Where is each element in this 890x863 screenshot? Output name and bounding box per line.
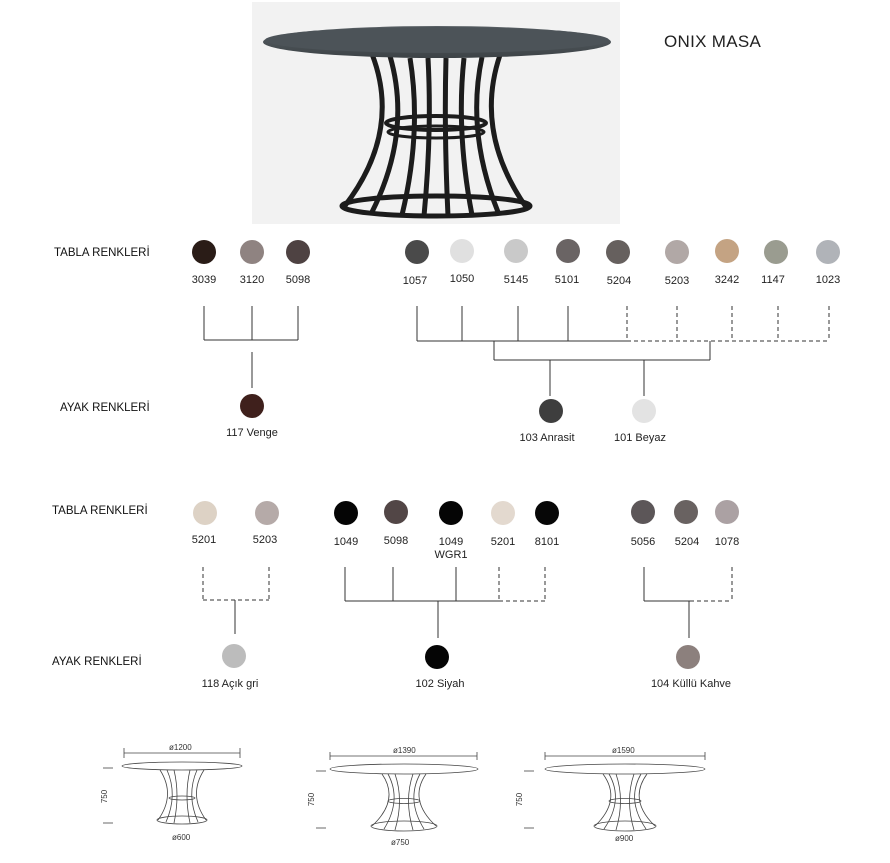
swatch-101-beyaz — [632, 399, 656, 423]
code-3120: 3120 — [239, 274, 265, 286]
code-1078: 1078 — [714, 536, 740, 548]
swatch-5145 — [504, 239, 528, 263]
code-5201-a: 5201 — [191, 534, 217, 546]
swatch-5056 — [631, 500, 655, 524]
dim-base-1: ø600 — [172, 833, 191, 842]
table-photo — [252, 2, 620, 224]
swatch-1057 — [405, 240, 429, 264]
label-103-anrasit: 103 Anrasit — [519, 432, 575, 444]
code-5145: 5145 — [503, 274, 529, 286]
swatch-3242 — [715, 239, 739, 263]
code-1023: 1023 — [815, 274, 841, 286]
swatch-5098 — [286, 240, 310, 264]
dim-base-3: ø900 — [615, 834, 634, 843]
code-5204: 5204 — [606, 275, 632, 287]
swatch-1050 — [450, 239, 474, 263]
swatch-103-anrasit — [539, 399, 563, 423]
label-101-beyaz: 101 Beyaz — [614, 432, 666, 444]
swatch-102-siyah — [425, 645, 449, 669]
ayak-renkleri-label-2: AYAK RENKLERİ — [52, 656, 142, 668]
swatch-5204 — [606, 240, 630, 264]
code-3039: 3039 — [191, 274, 217, 286]
code-1050: 1050 — [449, 273, 475, 285]
code-3242: 3242 — [714, 274, 740, 286]
code-1049-wgr1: 1049 WGR1 — [434, 536, 468, 561]
swatch-1147 — [764, 240, 788, 264]
code-5203-b: 5203 — [252, 534, 278, 546]
swatch-5098-b — [384, 500, 408, 524]
code-8101: 8101 — [534, 536, 560, 548]
dim-top-1: ø1200 — [169, 743, 192, 752]
swatch-3120 — [240, 240, 264, 264]
ayak-renkleri-label-1: AYAK RENKLERİ — [60, 402, 150, 414]
dim-top-2: ø1390 — [393, 746, 416, 755]
swatch-5204-b — [674, 500, 698, 524]
label-118-acik-gri: 118 Açık gri — [201, 678, 259, 690]
page-title: ONIX MASA — [664, 32, 762, 51]
dim-top-3: ø1590 — [612, 746, 635, 755]
swatch-5201-a — [193, 501, 217, 525]
tabla-renkleri-label-2: TABLA RENKLERİ — [52, 505, 148, 517]
dim-height-3: 750 — [515, 792, 525, 807]
dim-height-2: 750 — [307, 792, 317, 807]
swatch-117-venge — [240, 394, 264, 418]
code-5098: 5098 — [285, 274, 311, 286]
swatch-5201-b — [491, 501, 515, 525]
swatch-1049 — [334, 501, 358, 525]
code-5204-b: 5204 — [674, 536, 700, 548]
dim-base-2: ø750 — [391, 838, 410, 847]
code-5098-b: 5098 — [383, 535, 409, 547]
swatch-1049-wgr1 — [439, 501, 463, 525]
code-1049: 1049 — [333, 536, 359, 548]
swatch-118-acik-gri — [222, 644, 246, 668]
swatch-1078 — [715, 500, 739, 524]
swatch-5101 — [556, 239, 580, 263]
dim-height-1: 750 — [100, 789, 110, 804]
code-5203: 5203 — [664, 275, 690, 287]
swatch-104-kullu-kahve — [676, 645, 700, 669]
tabla-renkleri-label-1: TABLA RENKLERİ — [54, 247, 150, 259]
onix-table-image — [252, 2, 620, 224]
code-1057: 1057 — [402, 275, 428, 287]
swatch-5203 — [665, 240, 689, 264]
code-5101: 5101 — [554, 274, 580, 286]
code-1147: 1147 — [761, 274, 785, 286]
swatch-5203-b — [255, 501, 279, 525]
label-104-kullu-kahve: 104 Küllü Kahve — [650, 678, 732, 690]
swatch-8101 — [535, 501, 559, 525]
label-102-siyah: 102 Siyah — [415, 678, 465, 690]
code-5201-b: 5201 — [490, 536, 516, 548]
swatch-1023 — [816, 240, 840, 264]
code-5056: 5056 — [630, 536, 656, 548]
label-117-venge: 117 Venge — [226, 427, 278, 439]
swatch-3039 — [192, 240, 216, 264]
